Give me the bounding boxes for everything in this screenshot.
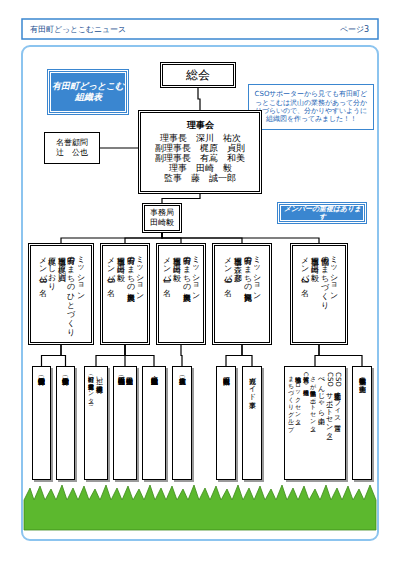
- node-text: 副理事長 有嶌 和美: [155, 153, 245, 163]
- connector-line: [319, 345, 362, 366]
- node-text: メンバー8名: [37, 251, 47, 283]
- activity-box: 担い手・後継者育成（有田町担い手育成総合支援センター）: [84, 366, 108, 480]
- connector-line: [181, 345, 182, 366]
- header-band: [22, 19, 378, 39]
- connector-line: [242, 345, 252, 366]
- node-text: 担当理事 田崎 毅: [309, 251, 319, 267]
- activity-box: 有田町観光案内所: [216, 366, 236, 480]
- node-text: 有田のまちの農業振興: [125, 251, 135, 287]
- general-assembly-box: 総会: [160, 62, 236, 88]
- node-text: メンバー9名: [223, 251, 233, 283]
- connector-line: [162, 233, 319, 243]
- node-heading: ミッション: [135, 251, 145, 296]
- node-heading: 担い手・後継者育成: [95, 372, 103, 380]
- page-number: ページ3: [340, 24, 369, 35]
- node-text: 担当理事 田崎 毅: [115, 251, 125, 267]
- node-text: 田崎毅: [150, 218, 174, 228]
- node-text: 副理事長 梶原 貞則: [155, 143, 245, 153]
- node-heading: 観光ガイド事業: [248, 372, 256, 396]
- node-heading: CSOサポーターから見ても有田町どっとこむは沢山の業務があって分かりづらいので、…: [252, 90, 370, 124]
- node-text: CSOサポートセンター: [325, 372, 333, 435]
- activity-box: 観光ガイド事業: [242, 366, 262, 480]
- node-heading: ミッション: [252, 251, 262, 296]
- note-box: CSOサポーターから見ても有田町どっとこむは沢山の業務があって分かりづらいので、…: [248, 84, 374, 130]
- activity-box: 棚田保全活動支援（有田町棚田保全協議会）: [113, 366, 137, 480]
- mission-box: ミッション協働のまちづくり担当理事 田崎 毅メンバー2名: [290, 243, 348, 345]
- node-heading: 事務局: [150, 208, 174, 218]
- node-text: メンバー2名: [300, 251, 310, 283]
- node-text: メンバー1名: [162, 251, 172, 283]
- activity-box: 技術者支援（森林）: [172, 366, 192, 480]
- node-text: ぺんじゃら山楽: [317, 372, 325, 412]
- header-title: 有田町どっとこむニュース: [30, 24, 126, 35]
- mission-box: ミッション有田のまちのひとづくり担当理事 梶原 貞則梶原 しおりメンバー8名: [28, 243, 94, 345]
- node-text: メンバー6名: [106, 251, 116, 283]
- activity-box: CSO活動支援オフィス運営CSOサポートセンターぺんじゃら山楽さが県民協働サポー…: [284, 366, 346, 480]
- connector-line: [61, 345, 66, 366]
- node-heading: ミッション: [191, 251, 201, 296]
- chart-title-box: 有田町どっとこむ 組織表: [48, 70, 128, 114]
- node-text: 有田のまちの農業振興: [181, 251, 191, 287]
- connector-line: [226, 345, 242, 366]
- node-text: 有田のまちの観光振興: [242, 251, 252, 287]
- connector-line: [61, 233, 162, 243]
- grass: [24, 485, 376, 530]
- connector-line: [42, 345, 62, 366]
- node-heading: 各種協働事業の企画実施: [358, 372, 366, 380]
- node-text: （有田町担い手育成総合支援センター）: [88, 372, 95, 400]
- note-box: メンバーの重複はあります: [278, 203, 366, 223]
- node-text: さが県民協働サポートセンター: [310, 372, 317, 428]
- node-text: 佐賀県CSO推進機構: [302, 372, 309, 385]
- connector-line: [100, 147, 138, 148]
- advisor-box: 名誉顧問辻 公也: [44, 132, 100, 164]
- node-heading: ミッション: [329, 251, 339, 296]
- activity-box: 放課後学童保育（学期中）: [56, 366, 75, 480]
- activity-box: 各種協働事業の企画実施: [352, 366, 372, 480]
- node-text: 担当理事 梶原 貞則: [56, 251, 66, 267]
- page-frame: [22, 46, 378, 540]
- mission-box: ミッション有田のまちの観光振興担当理事 森 邦彦メンバー9名: [212, 243, 272, 345]
- node-text: 担当理事 田崎 毅: [171, 251, 181, 267]
- node-text: 有田のまちのひとづくり: [66, 251, 76, 332]
- node-heading: 総会: [186, 68, 210, 82]
- node-text: 梶原 しおり: [47, 251, 57, 286]
- node-text: 理事 田崎 毅: [169, 163, 232, 173]
- node-text: まちづくりグループ: [288, 372, 295, 428]
- connector-line: [96, 345, 125, 366]
- node-heading: 理事会: [187, 120, 214, 130]
- node-text: 辻 公也: [56, 148, 88, 158]
- node-text: 監事 藤 誠一郎: [164, 173, 236, 183]
- activity-box: 有田町農地・水保全活動支援対策事業: [142, 366, 166, 480]
- node-heading: CSO活動支援オフィス運営: [334, 372, 342, 419]
- node-heading: メンバーの重複はあります: [281, 205, 363, 222]
- mission-box: ミッション有田のまちの農業振興担当理事 田崎 毅メンバー6名: [100, 243, 150, 345]
- activity-box: 放課後学童保育（長期休暇中）: [32, 366, 51, 480]
- node-text: 協働のまちづくり: [319, 251, 329, 305]
- connector-line: [125, 345, 154, 366]
- node-heading: 有田町どっとこむ 組織表: [51, 81, 125, 103]
- connector-line: [198, 88, 200, 110]
- board-box: 理事会理事長 深川 祐次副理事長 梶原 貞則副理事長 有嶌 和美理事 田崎 毅監…: [138, 110, 262, 194]
- node-heading: ミッション: [75, 251, 85, 296]
- connector-line: [162, 194, 200, 203]
- mission-box: ミッション有田のまちの農業振興担当理事 田崎 毅メンバー1名: [156, 243, 206, 345]
- node-heading: 名誉顧問: [56, 138, 88, 148]
- node-text: 担当理事 森 邦彦: [232, 251, 242, 267]
- office-box: 事務局田崎毅: [142, 203, 182, 233]
- connector-line: [125, 233, 162, 243]
- node-text: 理事長 深川 祐次: [160, 133, 241, 143]
- node-text: 地域協働ブロックセンター: [295, 372, 302, 421]
